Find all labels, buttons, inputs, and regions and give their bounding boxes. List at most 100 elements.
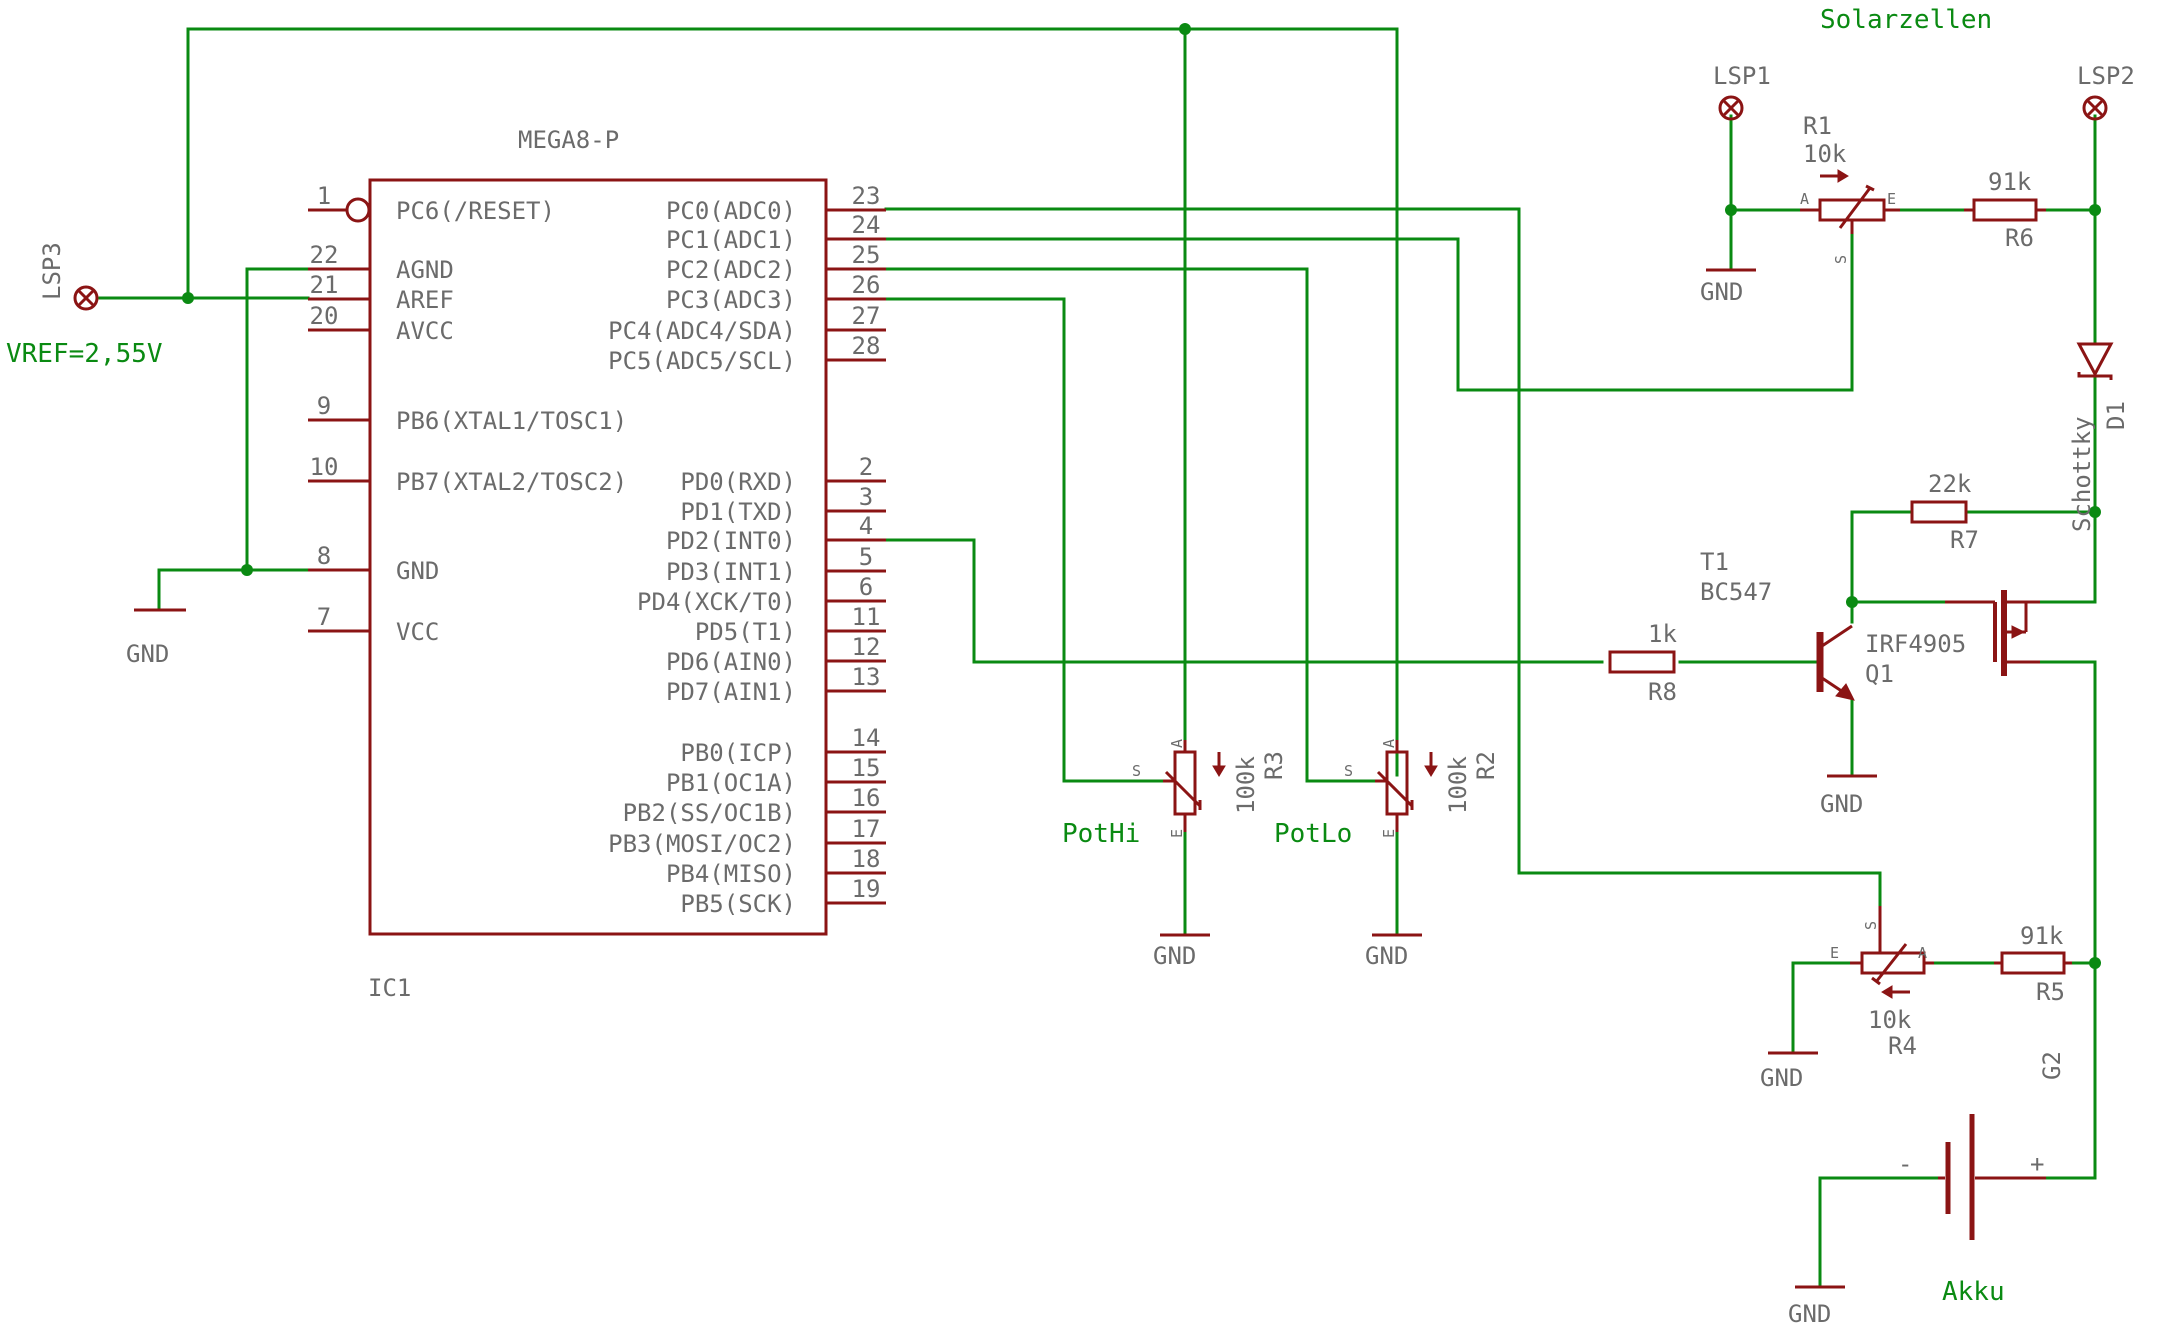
q1-mosfet[interactable]: IRF4905 Q1 — [1865, 590, 2040, 688]
ic1-pin-number: 23 — [852, 182, 881, 210]
g2-name: G2 — [2038, 1051, 2066, 1080]
wire-aref-top — [186, 27, 1399, 777]
wires — [98, 27, 2097, 1289]
r2-value: 100k — [1444, 756, 1472, 814]
r5-value: 91k — [2020, 922, 2064, 950]
lsp2-solder-point[interactable]: LSP2 — [2077, 62, 2135, 121]
ic1-pin-number: 9 — [317, 392, 331, 420]
r7-value: 22k — [1928, 470, 1972, 498]
ic1-pin-number: 28 — [852, 332, 881, 360]
ic1-pin-name: PB1(OC1A) — [666, 769, 796, 797]
junctions — [182, 23, 2101, 969]
r5-resistor[interactable]: 91k R5 — [1994, 922, 2072, 1006]
r8-body — [1608, 650, 1676, 674]
gnd-label: GND — [1760, 1064, 1803, 1092]
r1-slash-tip — [1865, 184, 1875, 192]
pothi-label: PotHi — [1062, 819, 1140, 849]
ic1-pin-number: 2 — [859, 453, 873, 481]
gnd-symbol-r4: GND — [1760, 1051, 1818, 1092]
wire-t1-collector — [1850, 510, 1912, 624]
r1-arrow-head — [1837, 169, 1849, 183]
d1-value: Schottky — [2068, 416, 2096, 532]
ic1-pin-number: 21 — [310, 271, 339, 299]
t1-name: T1 — [1700, 548, 1729, 576]
ic1-pin-number: 20 — [310, 302, 339, 330]
ic1-right-pins: 23PC0(ADC0)24PC1(ADC1)25PC2(ADC2)26PC3(A… — [608, 182, 886, 918]
r1-trimmer[interactable]: R1 10k A E S — [1800, 112, 1900, 264]
ic1-pin-name: PD2(INT0) — [666, 527, 796, 555]
akku-label: Akku — [1942, 1277, 2005, 1307]
r4-body — [1860, 951, 1926, 975]
ic1-pin-name: PB3(MOSI/OC2) — [608, 830, 796, 858]
gnd-symbol-akku: GND — [1788, 1285, 1845, 1326]
wire-pc3 — [884, 297, 1165, 783]
r4-trimmer[interactable]: 10k R4 E A S — [1830, 906, 1934, 1060]
r4-value: 10k — [1868, 1006, 1912, 1034]
r2-pin-e: E — [1380, 829, 1398, 838]
ic1-left-pins: 1PC6(/RESET)22AGND21AREF20AVCC9PB6(XTAL1… — [308, 182, 627, 646]
r4-arrow-head — [1881, 985, 1893, 999]
t1-emitter-arrow — [1835, 683, 1855, 701]
r1-pin-a: A — [1800, 190, 1809, 208]
r2-potentiometer[interactable]: R2 100k S A E — [1344, 739, 1500, 838]
ic1-pin-name: PB2(SS/OC1B) — [623, 799, 796, 827]
ic1-pin-name: PD1(TXD) — [680, 498, 796, 526]
ic1-pin-number: 6 — [859, 573, 873, 601]
ic1-pin-name: PD4(XCK/T0) — [637, 588, 796, 616]
r3-value: 100k — [1232, 756, 1260, 814]
r3-pin-s: S — [1132, 762, 1141, 780]
r3-potentiometer[interactable]: R3 100k S A E — [1132, 739, 1288, 838]
ic1-pin-number: 27 — [852, 302, 881, 330]
ic1-value: MEGA8-P — [518, 126, 619, 154]
r1-pin-e: E — [1887, 190, 1896, 208]
junction-dot — [2089, 957, 2101, 969]
vref-label: VREF=2,55V — [6, 339, 163, 369]
r6-name: R6 — [2005, 224, 2034, 252]
t1-value: BC547 — [1700, 578, 1772, 606]
r8-value: 1k — [1648, 620, 1677, 648]
lsp3-pad — [73, 285, 99, 311]
r4-name: R4 — [1888, 1032, 1917, 1060]
wire-batt-minus — [1818, 1176, 1940, 1289]
ic1-pin-name: PB4(MISO) — [666, 860, 796, 888]
r8-resistor[interactable]: 1k R8 — [1608, 620, 1677, 706]
ic1-pin-name: AREF — [396, 286, 454, 314]
r3-arrow-head — [1212, 765, 1226, 777]
ic1-pin-number: 18 — [852, 845, 881, 873]
r7-name: R7 — [1950, 526, 1979, 554]
ic1-pin-name: PC3(ADC3) — [666, 286, 796, 314]
r6-value: 91k — [1988, 168, 2032, 196]
d1-schottky-diode[interactable]: D1 Schottky — [2068, 342, 2130, 532]
lsp3-solder-point[interactable]: LSP3 — [38, 242, 99, 311]
wire-pc0 — [884, 207, 1882, 908]
r1-value: 10k — [1803, 140, 1847, 168]
ic1-pin-number: 22 — [310, 241, 339, 269]
r2-slash — [1376, 770, 1414, 808]
ic1-pin-name: PD6(AIN0) — [666, 648, 796, 676]
t1-transistor[interactable]: T1 BC547 — [1700, 548, 1855, 701]
t1-collector — [1821, 624, 1853, 648]
gnd-label: GND — [1365, 942, 1408, 970]
r6-body — [1972, 198, 2038, 222]
r6-resistor[interactable]: 91k R6 — [1964, 168, 2046, 252]
r7-resistor[interactable]: 22k R7 — [1910, 470, 1979, 554]
lsp1-solder-point[interactable]: LSP1 — [1713, 62, 1771, 121]
g2-plus: + — [2030, 1150, 2044, 1178]
solarzellen-label: Solarzellen — [1820, 5, 1992, 35]
gnd-symbol-lsp1: GND — [1700, 268, 1756, 306]
wire-pc1 — [884, 232, 1854, 392]
ic1-pin-name: PD3(INT1) — [666, 558, 796, 586]
gnd-symbol-r3: GND — [1153, 933, 1210, 970]
r2-pin-s: S — [1344, 762, 1353, 780]
gnd-label: GND — [126, 640, 169, 668]
g2-battery[interactable]: - + G2 — [1898, 1051, 2066, 1240]
ic1-mega8[interactable]: MEGA8-P IC1 1PC6(/RESET)22AGND21AREF20AV… — [308, 126, 886, 1002]
r3-slash — [1164, 770, 1202, 808]
ic1-pin-name: PD0(RXD) — [680, 468, 796, 496]
ic1-pin-number: 4 — [859, 512, 873, 540]
ic1-pin-name: AGND — [396, 256, 454, 284]
junction-dot — [2089, 204, 2101, 216]
ic1-pin-name: PD7(AIN1) — [666, 678, 796, 706]
r4-pin-s: S — [1862, 921, 1880, 930]
